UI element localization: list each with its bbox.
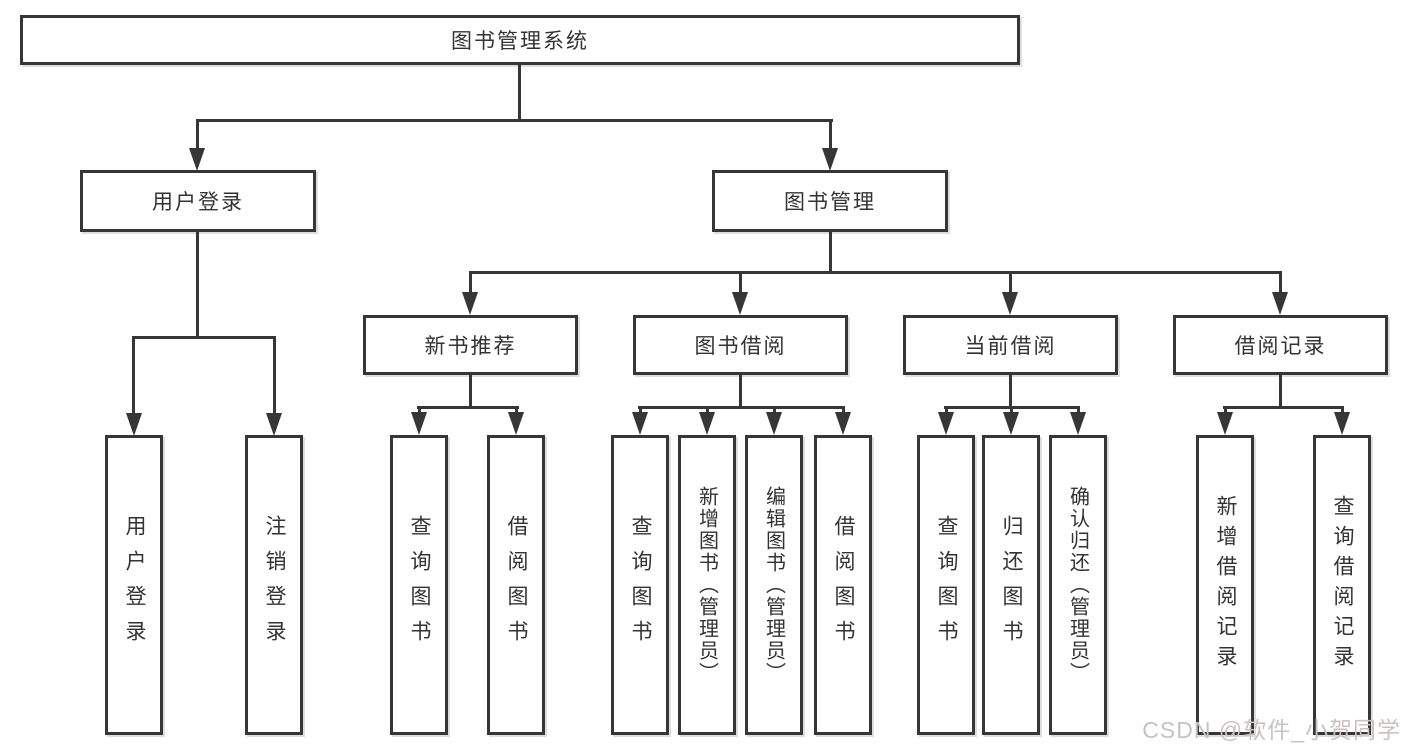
connector-line <box>1279 373 1282 409</box>
node-borrow-records: 借阅记录 <box>1173 315 1388 375</box>
connector-line <box>945 406 948 414</box>
connector-line <box>196 119 199 152</box>
arrowhead-down-icon <box>1334 412 1350 435</box>
arrowhead-down-icon <box>766 412 782 435</box>
node-new-book-recommend: 新书推荐 <box>363 315 578 375</box>
connector-line <box>196 229 199 338</box>
node-user-login-branch: 用户登录 <box>80 170 316 232</box>
leaf-current-return: 归还图书 <box>982 435 1040 735</box>
connector-line <box>273 336 276 414</box>
connector-line <box>1223 406 1344 409</box>
connector-line <box>639 406 642 414</box>
connector-line <box>469 373 472 409</box>
connector-line <box>829 119 832 152</box>
connector-line <box>739 373 742 409</box>
arrowhead-down-icon <box>699 412 715 435</box>
connector-line <box>518 63 521 121</box>
connector-line <box>1009 271 1012 293</box>
connector-line <box>132 336 135 414</box>
leaf-borrow-query: 查询图书 <box>611 435 669 735</box>
leaf-newbook-query: 查询图书 <box>390 435 448 735</box>
arrowhead-down-icon <box>632 412 648 435</box>
csdn-watermark: CSDN @软件_小贺同学 <box>1142 717 1401 743</box>
node-book-management-branch: 图书管理 <box>712 170 948 232</box>
connector-line <box>706 406 709 414</box>
leaf-current-query: 查询图书 <box>917 435 975 735</box>
leaf-borrow-add-admin: 新增图书（管理员） <box>678 435 736 735</box>
leaf-borrow-edit-admin: 编辑图书（管理员） <box>745 435 803 735</box>
node-root: 图书管理系统 <box>20 15 1020 65</box>
leaf-record-query: 查询借阅记录 <box>1313 435 1371 735</box>
arrowhead-down-icon <box>732 292 748 315</box>
arrowhead-down-icon <box>822 148 838 171</box>
connector-line <box>1010 406 1013 414</box>
arrowhead-down-icon <box>938 412 954 435</box>
arrowhead-down-icon <box>266 413 282 436</box>
arrowhead-down-icon <box>1217 412 1233 435</box>
connector-line <box>739 271 742 293</box>
connector-line <box>829 229 832 273</box>
connector-line <box>1279 271 1282 293</box>
arrowhead-down-icon <box>189 148 205 171</box>
arrowhead-down-icon <box>462 292 478 315</box>
arrowhead-down-icon <box>835 412 851 435</box>
leaf-current-confirm-admin: 确认归还（管理员） <box>1049 435 1107 735</box>
connector-line <box>773 406 776 414</box>
leaf-record-add: 新增借阅记录 <box>1196 435 1254 735</box>
leaf-logout: 注销登录 <box>245 435 303 735</box>
connector-line <box>1077 406 1080 414</box>
arrowhead-down-icon <box>1002 292 1018 315</box>
connector-line <box>469 271 472 293</box>
connector-line <box>638 406 845 409</box>
arrowhead-down-icon <box>126 413 142 436</box>
leaf-newbook-borrow: 借阅图书 <box>487 435 545 735</box>
connector-line <box>1341 406 1344 414</box>
connector-line <box>842 406 845 414</box>
connector-line <box>1224 406 1227 414</box>
arrowhead-down-icon <box>1272 292 1288 315</box>
connector-line <box>196 119 833 122</box>
leaf-user-login: 用户登录 <box>105 435 163 735</box>
node-book-borrowing: 图书借阅 <box>633 315 848 375</box>
arrowhead-down-icon <box>1003 412 1019 435</box>
arrowhead-down-icon <box>1070 412 1086 435</box>
node-current-borrowing: 当前借阅 <box>903 315 1118 375</box>
arrowhead-down-icon <box>508 412 524 435</box>
connector-line <box>469 271 1281 274</box>
connector-line <box>1009 373 1012 409</box>
leaf-borrow-borrow: 借阅图书 <box>814 435 872 735</box>
connector-line <box>418 406 421 414</box>
connector-line <box>417 406 519 409</box>
connector-line <box>132 336 276 339</box>
connector-line <box>515 406 518 414</box>
arrowhead-down-icon <box>411 412 427 435</box>
